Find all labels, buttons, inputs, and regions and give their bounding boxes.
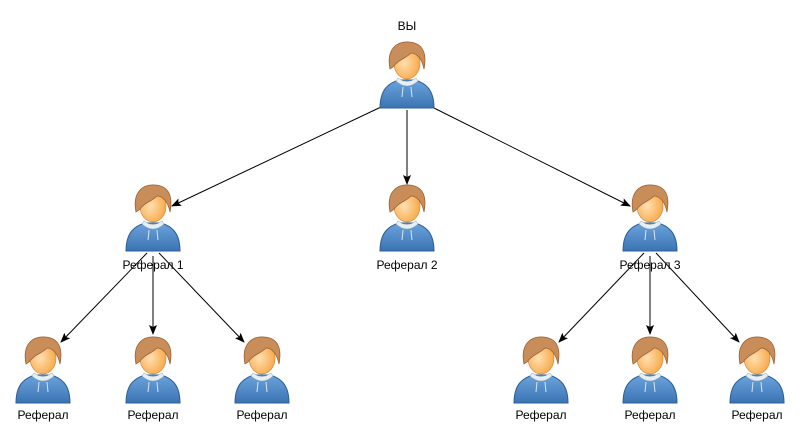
node-level2: Реферал bbox=[234, 336, 290, 422]
node-label: ВЫ bbox=[398, 19, 417, 33]
user-icon bbox=[379, 184, 435, 252]
node-label: Реферал bbox=[515, 408, 566, 422]
node-label: Реферал bbox=[624, 408, 675, 422]
node-level2: Реферал bbox=[125, 336, 181, 422]
node-level2: Реферал bbox=[729, 336, 785, 422]
user-icon bbox=[729, 336, 785, 404]
node-level2: Реферал bbox=[513, 336, 569, 422]
user-icon bbox=[513, 336, 569, 404]
node-root: ВЫ bbox=[379, 19, 435, 109]
user-icon bbox=[15, 336, 71, 404]
node-level1: Реферал 1 bbox=[122, 184, 184, 272]
nodes: ВЫ Реферал 1 Реферал Реферал Реферал Реферал … bbox=[15, 19, 785, 422]
user-icon bbox=[379, 41, 435, 109]
edges bbox=[60, 106, 740, 343]
node-level2: Реферал bbox=[622, 336, 678, 422]
arrow-edge bbox=[431, 106, 631, 207]
user-icon bbox=[125, 184, 181, 252]
node-label: Реферал bbox=[17, 408, 68, 422]
node-label: Реферал 2 bbox=[376, 258, 437, 272]
node-label: Реферал 3 bbox=[619, 258, 680, 272]
node-level2: Реферал bbox=[15, 336, 71, 422]
arrow-edge bbox=[158, 252, 245, 343]
node-label: Реферал bbox=[731, 408, 782, 422]
arrow-edge bbox=[655, 252, 740, 343]
arrow-edge bbox=[171, 106, 382, 207]
user-icon bbox=[234, 336, 290, 404]
arrow-edge bbox=[60, 252, 148, 343]
user-icon bbox=[125, 336, 181, 404]
node-level1: Реферал 3 bbox=[619, 184, 681, 272]
user-icon bbox=[622, 336, 678, 404]
user-icon bbox=[622, 184, 678, 252]
arrow-edge bbox=[558, 252, 645, 343]
node-label: Реферал 1 bbox=[122, 258, 183, 272]
node-level1: Реферал 2 bbox=[376, 184, 438, 272]
node-label: Реферал bbox=[127, 408, 178, 422]
node-label: Реферал bbox=[236, 408, 287, 422]
